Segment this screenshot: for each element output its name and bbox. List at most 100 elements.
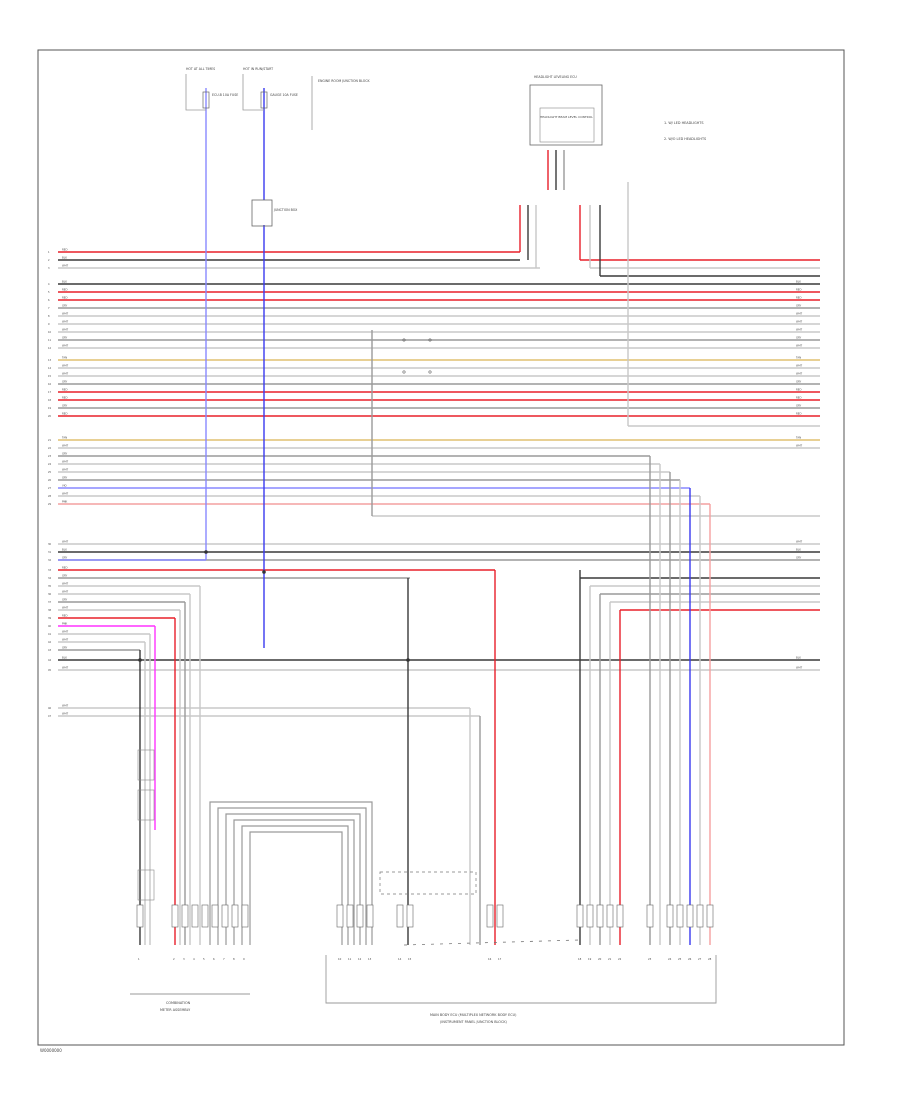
bus-row-pin-left-11: 11	[48, 339, 52, 342]
connector-pin-number-12: 12	[358, 957, 362, 961]
connector-pin-number-21: 21	[608, 957, 612, 961]
bus-row-pin-left-38: 38	[48, 609, 52, 612]
connector-pin-28	[706, 904, 714, 928]
connector-pin-number-18: 18	[578, 957, 582, 961]
loop-5	[241, 825, 349, 945]
connector-pin-number-7: 7	[223, 957, 225, 961]
loop-1	[209, 801, 373, 945]
bus-row-pin-left-5: 5	[48, 291, 50, 294]
connector-pin-number-26: 26	[688, 957, 692, 961]
fuse-2	[260, 91, 268, 109]
bus-row-pin-left-8: 8	[48, 315, 50, 318]
bus-row-label-left-38: WHT	[62, 606, 69, 610]
bus-row-pin-left-25: 25	[48, 471, 52, 474]
bus-row-pin-left-27: 27	[48, 487, 52, 490]
connector-pin-number-27: 27	[698, 957, 702, 961]
fuse-a-name: ECU-B 10A FUSE	[212, 93, 238, 97]
bus-row-label-right-12: WHT	[796, 344, 803, 348]
bus-row-pin-left-36: 36	[48, 593, 52, 596]
bus-row-label-right-13: TAN	[796, 356, 801, 360]
bus-row-label-left-26: GRY	[62, 476, 68, 480]
bottom-left-label-2: METER ASSEMBLY	[160, 1008, 191, 1012]
connector-pin-14	[396, 904, 404, 928]
components	[136, 74, 717, 1004]
connector-pin-6	[211, 904, 219, 928]
splice-dot-2	[138, 658, 142, 662]
splice-dot-4	[204, 550, 208, 554]
connector-pin-number-22: 22	[618, 957, 622, 961]
fuse-a-caption: HOT AT ALL TIMES	[186, 67, 215, 71]
connector-pin-13	[366, 904, 374, 928]
bus-row-label-left-40: PNK	[62, 622, 68, 626]
bus-row-label-right-20: RED	[796, 412, 801, 416]
connector-pin-5	[201, 904, 209, 928]
connector-pin-number-6: 6	[213, 957, 215, 961]
bus-row-pin-left-47: 47	[48, 715, 52, 718]
bus-row-label-left-12: WHT	[62, 344, 69, 348]
connector-pin-25	[676, 904, 684, 928]
bus-row-label-left-2: BLK	[62, 256, 67, 260]
bus-row-pin-left-10: 10	[48, 331, 52, 334]
connector-pin-2	[171, 904, 179, 928]
bus-row-pin-left-29: 29	[48, 503, 52, 506]
bus-row-label-right-10: WHT	[796, 328, 803, 332]
splice-dot-1	[406, 658, 410, 662]
connector-pin-number-2: 2	[173, 957, 175, 961]
connector-pin-number-20: 20	[598, 957, 602, 961]
bus-row-label-left-21: TAN	[62, 436, 67, 440]
bus-row-label-left-37: GRY	[62, 598, 68, 602]
bus-row-label-left-22: WHT	[62, 444, 69, 448]
dashed-ground	[403, 939, 581, 946]
connector-pin-21	[606, 904, 614, 928]
bus-row-label-left-29: PNK	[62, 500, 68, 504]
dashed-box	[379, 871, 477, 895]
bus-row-label-right-4: BLK	[796, 280, 801, 284]
bus-row-label-left-19: GRY	[62, 404, 68, 408]
bus-row-label-right-17: RED	[796, 388, 801, 392]
bus-row-label-right-45: WHT	[796, 666, 803, 670]
switch-node-1	[402, 338, 406, 342]
connector-pin-18	[576, 904, 584, 928]
bus-row-label-left-24: WHT	[62, 460, 69, 464]
bus-row-pin-left-1: 1	[48, 251, 50, 254]
bus-row-label-right-6: RED	[796, 296, 801, 300]
bus-row-pin-left-12: 12	[48, 347, 52, 350]
bottom-left-label-1: COMBINATION	[166, 1001, 191, 1005]
bus-row-pin-left-40: 40	[48, 625, 52, 628]
bus-row-label-left-15: WHT	[62, 372, 69, 376]
connector-pin-number-19: 19	[588, 957, 592, 961]
connector-pin-number-14: 14	[398, 957, 402, 961]
meter-box-1	[137, 749, 155, 781]
connector-pin-number-28: 28	[708, 957, 712, 961]
connector-pin-number-9: 9	[243, 957, 245, 961]
bus-row-label-left-25: WHT	[62, 468, 69, 472]
connector-pin-3	[181, 904, 189, 928]
top-module-inner	[539, 107, 595, 143]
bus-row-label-right-22: WHT	[796, 444, 803, 448]
bus-row-label-left-41: WHT	[62, 630, 69, 634]
connector-pin-number-11: 11	[348, 957, 352, 961]
connector-pin-number-8: 8	[233, 957, 235, 961]
bus-row-pin-left-18: 18	[48, 399, 52, 402]
bus-row-pin-left-32: 32	[48, 559, 52, 562]
meter-box-2	[137, 789, 155, 821]
connector-pin-9	[241, 904, 249, 928]
bus-row-pin-left-44: 44	[48, 659, 52, 662]
bus-row-label-left-10: WHT	[62, 328, 69, 332]
bus-row-label-left-7: GRY	[62, 304, 68, 308]
bus-row-label-right-32: GRY	[796, 556, 802, 560]
connector-pin-15	[406, 904, 414, 928]
bus-row-pin-left-4: 4	[48, 283, 50, 286]
connector-pin-number-24: 24	[668, 957, 672, 961]
connector-pin-number-10: 10	[338, 957, 342, 961]
bus-row-pin-left-6: 6	[48, 299, 50, 302]
bus-row-pin-left-31: 31	[48, 551, 52, 554]
bus-row-pin-left-23: 23	[48, 455, 52, 458]
connector-pin-1	[136, 904, 144, 928]
connector-pin-20	[596, 904, 604, 928]
loop-2	[217, 807, 367, 945]
bus-row-label-right-9: WHT	[796, 320, 803, 324]
loop-3	[225, 813, 361, 945]
